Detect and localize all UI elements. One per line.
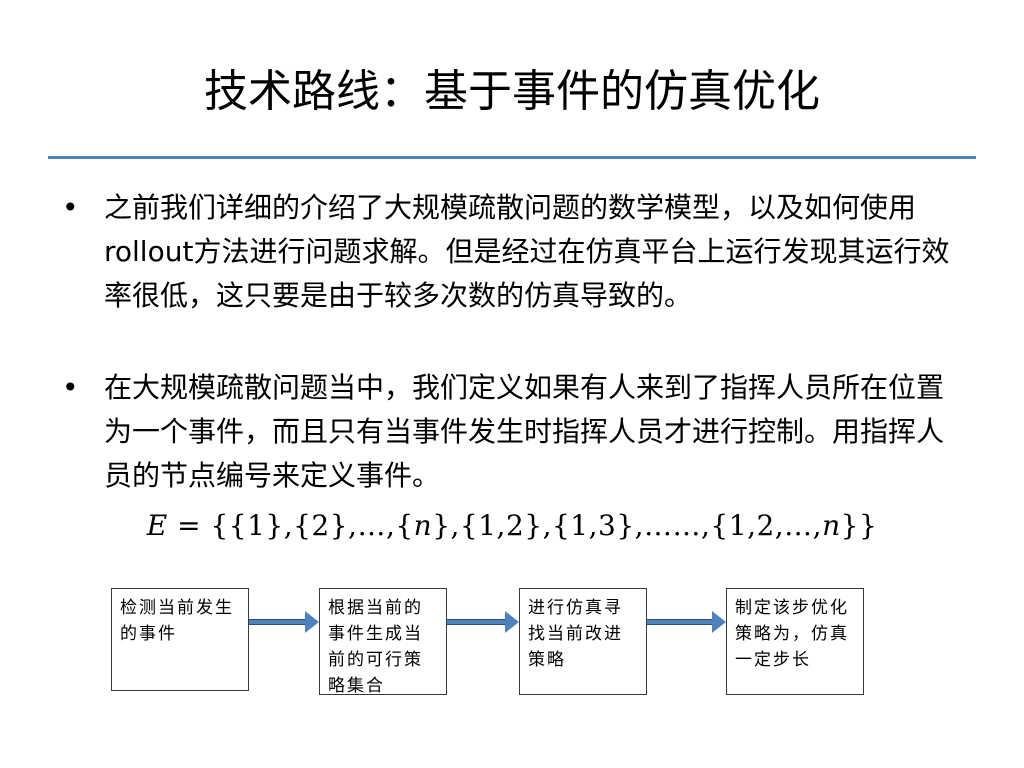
bullet-text: 之前我们详细的介绍了大规模疏散问题的数学模型，以及如何使用rollout方法进行… bbox=[104, 191, 950, 312]
flow-step-detect: 检测当前发生的事件 bbox=[111, 588, 249, 691]
title-divider bbox=[48, 156, 976, 159]
flow-step-label: 检测当前发生的事件 bbox=[120, 598, 234, 644]
flow-arrow-icon bbox=[249, 611, 319, 633]
event-set-formula: E = {{1},{2},…,{n},{1,2},{1,3},……,{1,2,…… bbox=[0, 506, 1024, 546]
formula-part-3: }} bbox=[840, 509, 878, 542]
flow-diagram: 检测当前发生的事件 根据当前的事件生成当前的可行策略集合 进行仿真寻找当前改进策… bbox=[0, 585, 1024, 705]
formula-part-1: {{1},{2},…,{ bbox=[210, 509, 414, 542]
arrow-head bbox=[305, 611, 319, 633]
arrow-head bbox=[505, 611, 519, 633]
bullet-text: 在大规模疏散问题当中，我们定义如果有人来到了指挥人员所在位置为一个事件，而且只有… bbox=[104, 371, 945, 492]
flow-step-label: 根据当前的事件生成当前的可行策略集合 bbox=[328, 598, 423, 696]
slide-title: 技术路线：基于事件的仿真优化 bbox=[204, 66, 820, 117]
flow-step-generate: 根据当前的事件生成当前的可行策略集合 bbox=[319, 588, 447, 696]
bullet-icon: • bbox=[62, 371, 79, 404]
formula-var-n: n bbox=[822, 509, 841, 542]
bullet-list: • 之前我们详细的介绍了大规模疏散问题的数学模型，以及如何使用rollout方法… bbox=[62, 186, 962, 508]
arrow-shaft bbox=[249, 619, 305, 625]
bullet-item: • 之前我们详细的介绍了大规模疏散问题的数学模型，以及如何使用rollout方法… bbox=[62, 186, 962, 362]
formula-lhs: E bbox=[146, 509, 168, 542]
flow-step-label: 进行仿真寻找当前改进策略 bbox=[528, 598, 623, 670]
flow-arrow-icon bbox=[647, 611, 726, 633]
formula-var-n: n bbox=[413, 509, 433, 542]
bullet-item: • 在大规模疏散问题当中，我们定义如果有人来到了指挥人员所在位置为一个事件，而且… bbox=[62, 366, 962, 498]
flow-step-decide: 制定该步优化策略为，仿真一定步长 bbox=[726, 588, 864, 695]
arrow-shaft bbox=[647, 619, 712, 625]
arrow-shaft bbox=[447, 619, 505, 625]
flow-step-label: 制定该步优化策略为，仿真一定步长 bbox=[735, 598, 849, 670]
arrow-head bbox=[712, 611, 726, 633]
bullet-icon: • bbox=[62, 191, 79, 224]
formula-part-2: },{1,2},{1,3},……,{1,2,…, bbox=[432, 509, 823, 542]
flow-step-simulate: 进行仿真寻找当前改进策略 bbox=[519, 588, 647, 695]
flow-arrow-icon bbox=[447, 611, 519, 633]
formula-equals: = bbox=[167, 509, 211, 542]
